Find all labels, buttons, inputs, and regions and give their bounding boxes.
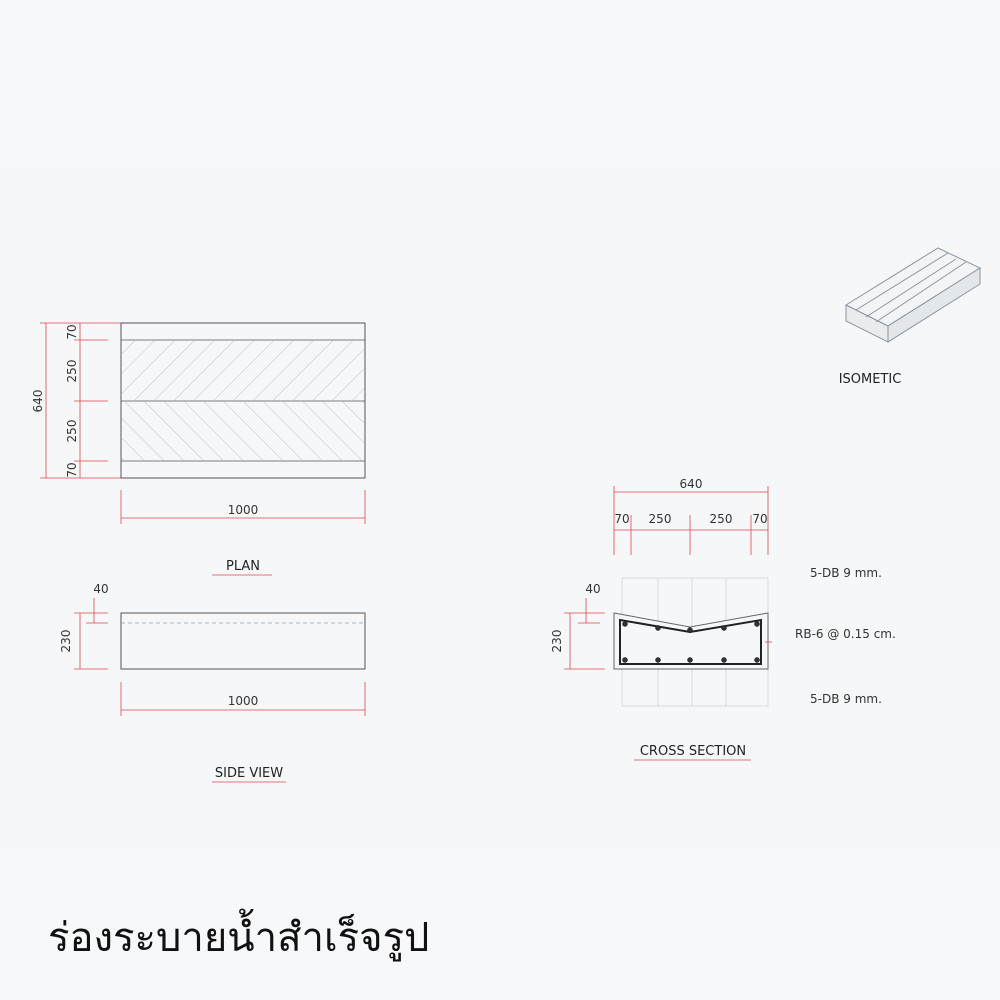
cross-section-view: 640 70 250 250 70 40 230 5-DB 9 mm. RB-6… — [550, 477, 896, 761]
side-outline — [120, 612, 366, 670]
page-caption: ร่องระบายน้ำสำเร็จรูป — [48, 915, 430, 961]
side-length-label: 1000 — [228, 694, 259, 708]
plan-hatch-lower — [121, 401, 365, 461]
section-recess-label: 40 — [585, 582, 600, 596]
plan-title: PLAN — [226, 559, 260, 574]
rebar-bottom-note: 5-DB 9 mm. — [810, 692, 882, 706]
isometric-title: ISOMETIC — [839, 372, 902, 387]
section-height-label: 230 — [550, 630, 564, 653]
side-height-label: 230 — [59, 630, 73, 653]
isometric-view — [844, 247, 982, 343]
section-seg-2: 250 — [649, 512, 672, 526]
section-seg-4: 70 — [752, 512, 767, 526]
section-outline — [613, 612, 769, 670]
section-seg-3: 250 — [710, 512, 733, 526]
section-seg-1: 70 — [614, 512, 629, 526]
plan-seg-2: 250 — [65, 360, 79, 383]
rebar-group — [622, 621, 760, 663]
section-title: CROSS SECTION — [640, 744, 746, 759]
plan-depth-label: 640 — [31, 390, 45, 413]
plan-seg-4: 70 — [65, 462, 79, 477]
drawing-area — [0, 168, 1000, 848]
stirrup-outline — [619, 618, 762, 665]
stirrup-note: RB-6 @ 0.15 cm. — [795, 627, 896, 641]
side-recess-label: 40 — [93, 582, 108, 596]
side-title: SIDE VIEW — [215, 766, 283, 781]
plan-hatch-upper — [121, 340, 365, 401]
plan-view: 640 70 250 250 70 1000 PLAN — [31, 322, 366, 576]
plan-seg-3: 250 — [65, 420, 79, 443]
plan-seg-1: 70 — [65, 324, 79, 339]
side-view: 40 230 1000 SIDE VIEW — [59, 582, 366, 783]
section-width-label: 640 — [680, 477, 703, 491]
plan-width-label: 1000 — [228, 503, 259, 517]
rebar-top-note: 5-DB 9 mm. — [810, 566, 882, 580]
